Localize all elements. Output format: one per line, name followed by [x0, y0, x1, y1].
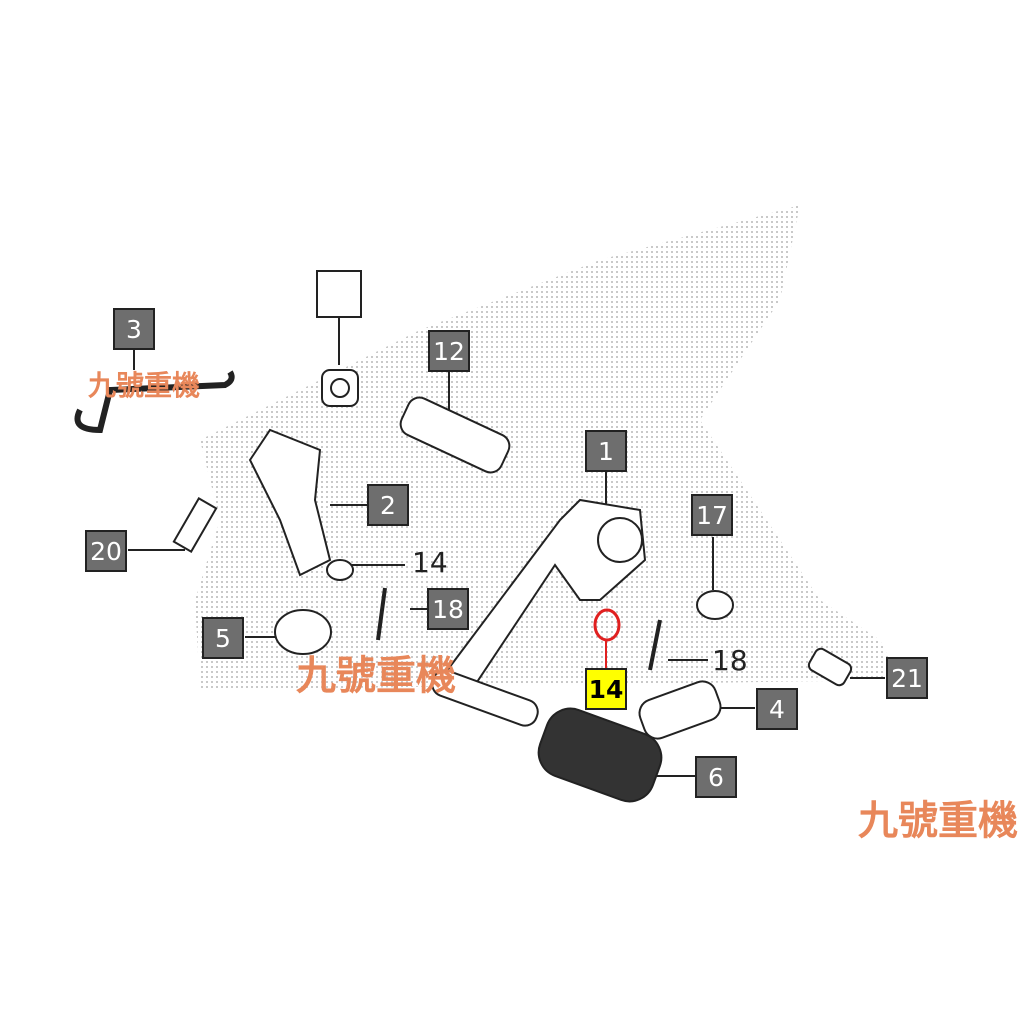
callout-17[interactable]: 17: [691, 494, 733, 536]
callout-text-14: 14: [412, 546, 448, 579]
callout-6[interactable]: 6: [695, 756, 737, 798]
callout-blank[interactable]: [316, 270, 362, 318]
callout-2[interactable]: 2: [367, 484, 409, 526]
shaded-area: [195, 205, 900, 690]
callout-text-18: 18: [712, 644, 748, 677]
callout-3[interactable]: 3: [113, 308, 155, 350]
part-rod: [74, 370, 235, 434]
callout-5[interactable]: 5: [202, 617, 244, 659]
watermark: 九號重機: [858, 798, 1018, 844]
callout-1[interactable]: 1: [585, 430, 627, 472]
callout-14-highlighted[interactable]: 14: [585, 668, 627, 710]
watermark: 九號重機: [296, 653, 456, 699]
watermark: 九號重機: [88, 369, 201, 402]
callout-20[interactable]: 20: [85, 530, 127, 572]
callout-12[interactable]: 12: [428, 330, 470, 372]
callout-4[interactable]: 4: [756, 688, 798, 730]
callout-21[interactable]: 21: [886, 657, 928, 699]
callout-18[interactable]: 18: [427, 588, 469, 630]
